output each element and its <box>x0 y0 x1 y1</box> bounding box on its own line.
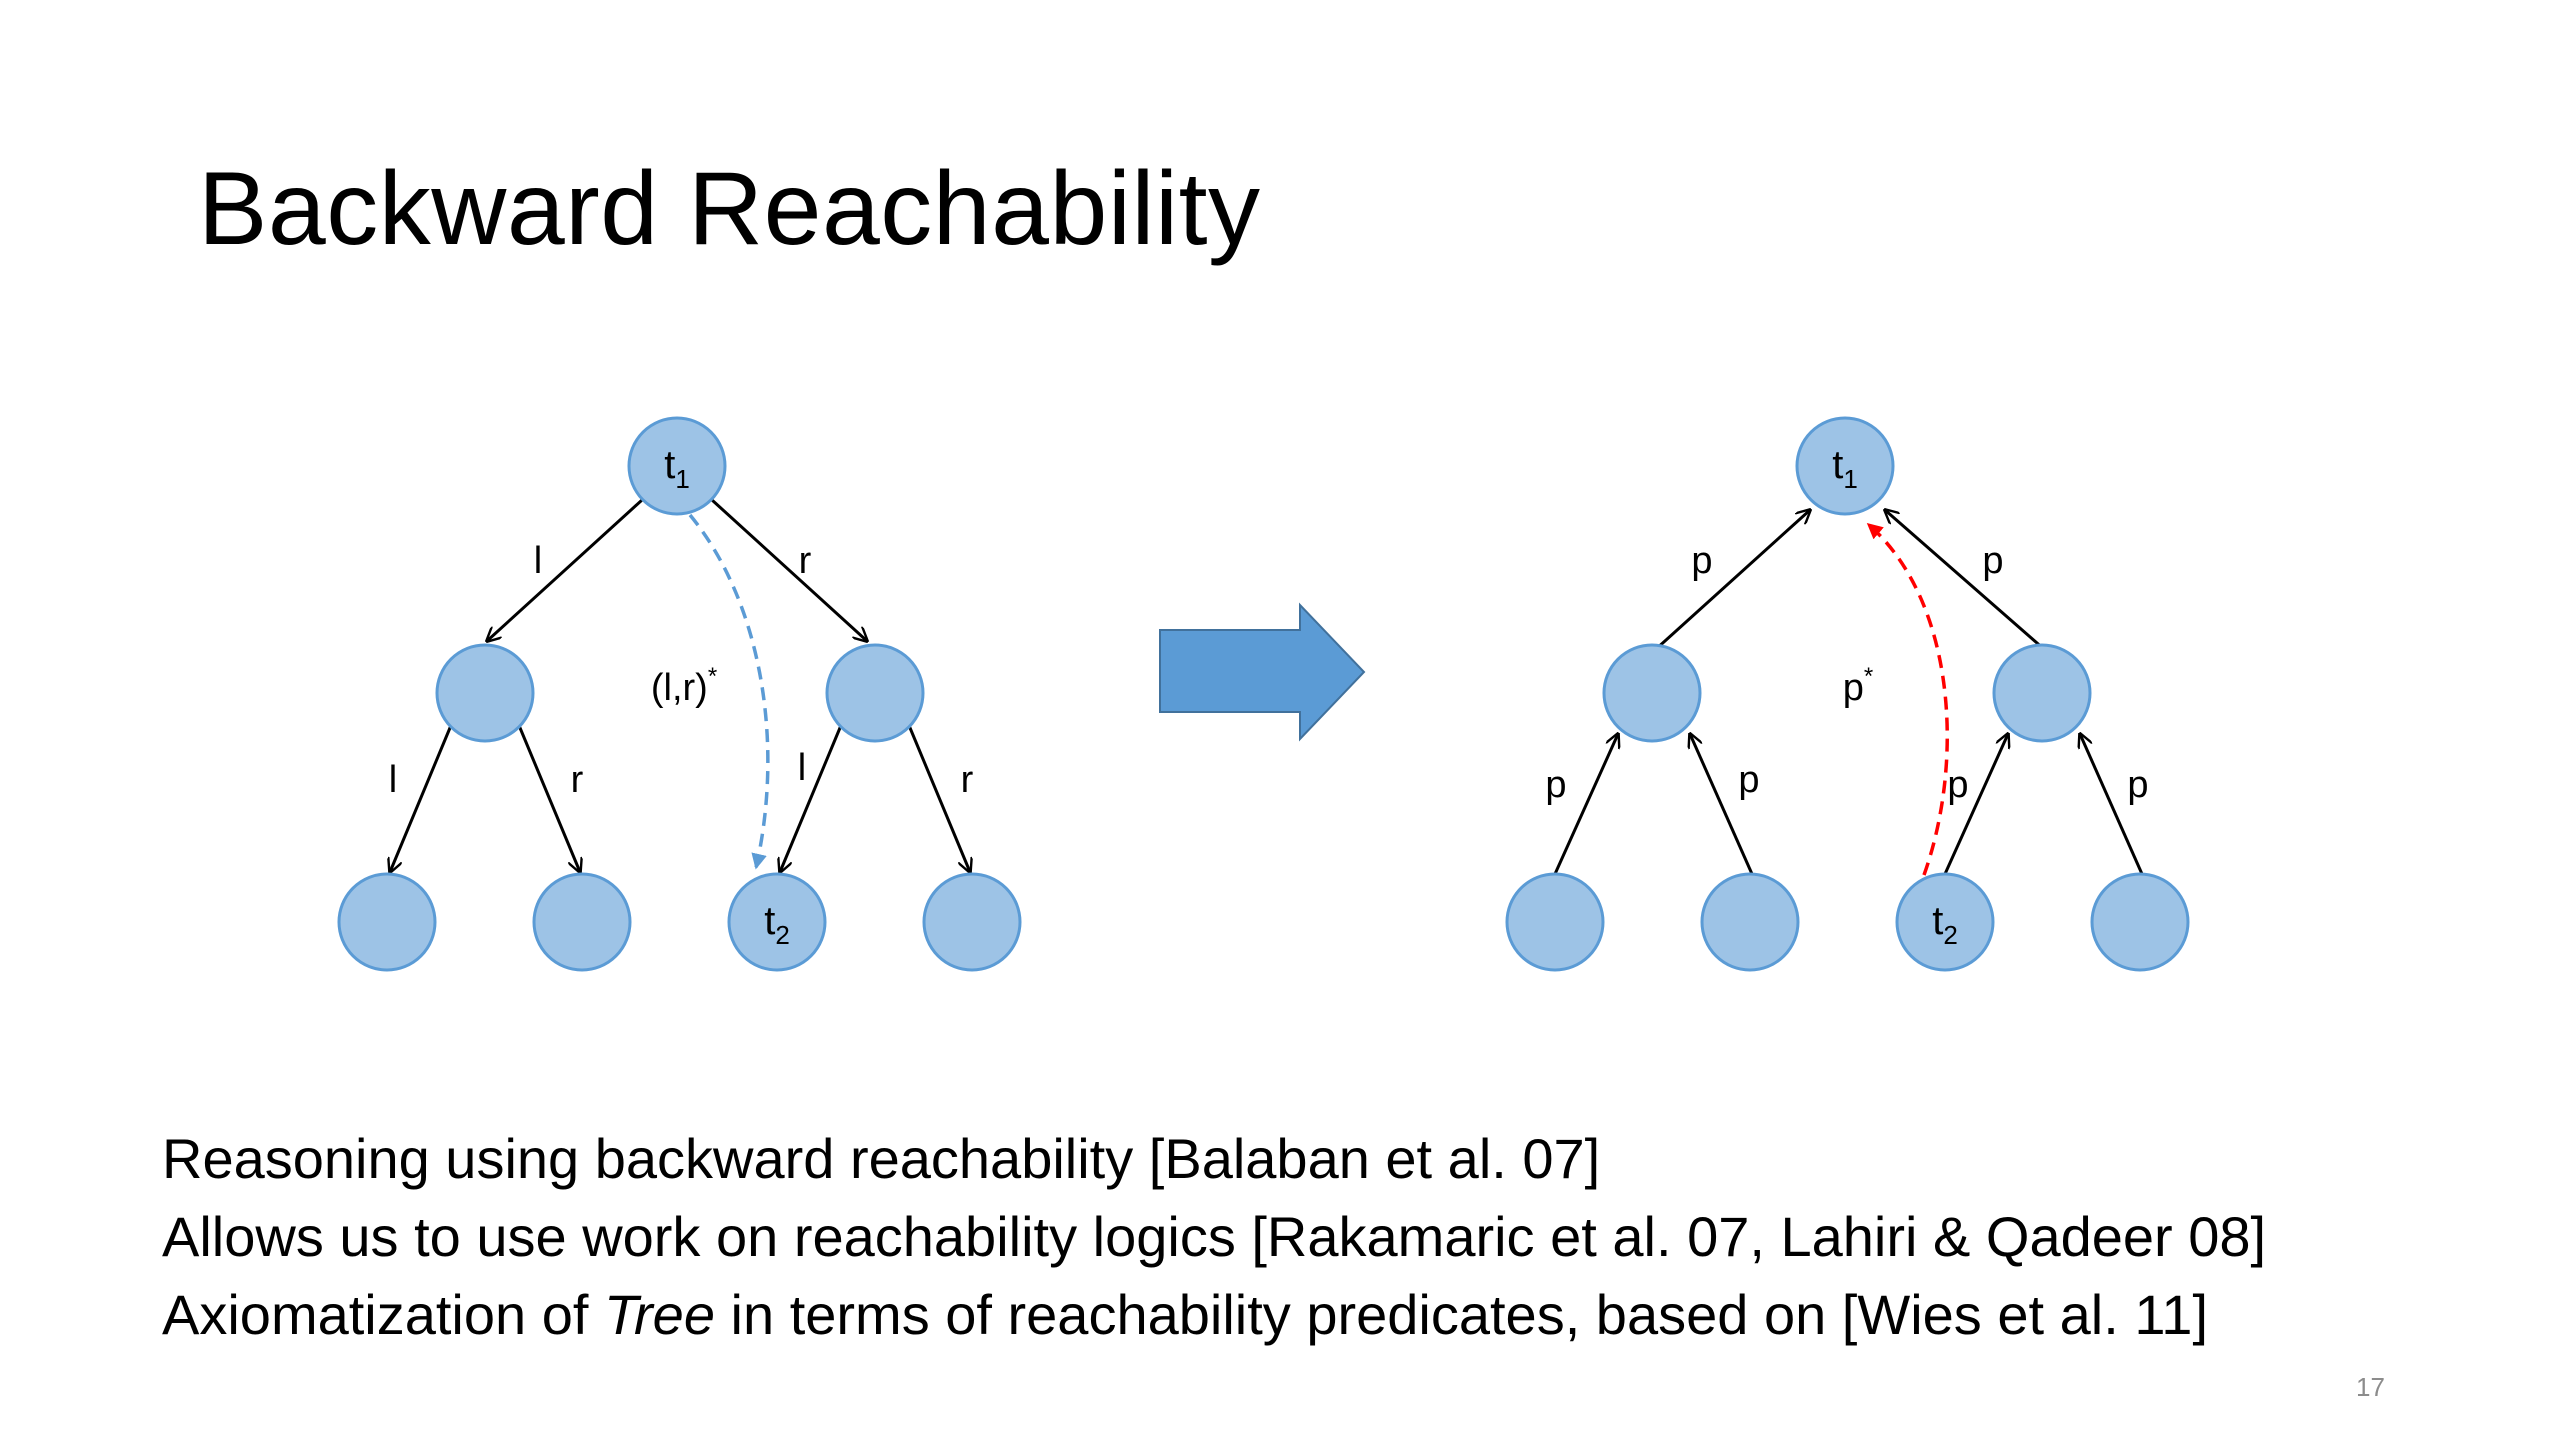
right-node-leaf-1 <box>1505 872 1605 972</box>
left-edge-root-left <box>487 498 644 641</box>
left-edge-l-l <box>390 722 454 872</box>
right-target-label: t2 <box>1932 899 1958 950</box>
right-node-mid-right <box>1992 643 2092 743</box>
left-edge-r-l <box>780 722 844 872</box>
left-node-root <box>627 416 727 516</box>
left-target-label: t2 <box>764 899 790 950</box>
slide-title: Backward Reachability <box>198 151 1261 267</box>
bullet-line-1: Reasoning using backward reachability [B… <box>162 1127 1601 1190</box>
left-edge-label-root-l: l <box>534 540 542 582</box>
bullet-line-2: Allows us to use work on reachability lo… <box>162 1205 2267 1268</box>
right-edge-mid-left-root <box>1653 510 1810 652</box>
left-edge-root-right <box>710 498 867 641</box>
left-reachability-path <box>688 513 770 870</box>
right-edge-label-target: p <box>1947 764 1968 806</box>
bullet-line-3: Axiomatization of Tree in terms of reach… <box>162 1276 2266 1354</box>
right-edge-target-mid-right <box>1943 734 2008 875</box>
left-node-mid-right <box>825 643 925 743</box>
right-node-mid-left <box>1602 643 1702 743</box>
left-edge-label-l-r: r <box>571 759 584 801</box>
left-node-leaf-4 <box>922 872 1022 972</box>
right-edge-label-leaf2: p <box>1738 759 1759 801</box>
right-edge-leaf1-mid-left <box>1553 734 1618 875</box>
transform-arrow <box>1159 602 1366 742</box>
left-edge-label-r-l: l <box>798 747 806 789</box>
right-node-root <box>1795 416 1895 516</box>
right-edge-mid-right-root <box>1885 510 2046 652</box>
right-path-label: p* <box>1843 663 1873 709</box>
right-edge-leaf2-mid-left <box>1690 734 1754 875</box>
left-node-leaf-1 <box>337 872 437 972</box>
right-tree: t1 t2 p p p p p p p* <box>1505 416 2190 972</box>
bullet-line-3-post: in terms of reachability predicates, bas… <box>714 1283 2209 1346</box>
right-node-leaf-2 <box>1700 872 1800 972</box>
left-edge-label-root-r: r <box>799 540 812 582</box>
left-root-label: t1 <box>664 443 690 494</box>
left-path-label: (l,r)* <box>651 663 717 709</box>
left-node-leaf-2 <box>532 872 632 972</box>
right-reachability-path <box>1866 522 1949 876</box>
bullet-line-3-emphasis: Tree <box>603 1283 715 1346</box>
slide-number: 17 <box>2356 1372 2385 1402</box>
right-edge-label-leaf4: p <box>2127 764 2148 806</box>
left-node-mid-left <box>435 643 535 743</box>
right-edge-leaf4-mid-right <box>2080 734 2144 875</box>
left-tree: t1 t2 l r l r l r (l,r)* <box>337 416 1022 972</box>
right-edge-label-root-left: p <box>1691 540 1712 582</box>
left-edge-label-r-r: r <box>961 759 974 801</box>
bullet-list: Reasoning using backward reachability [B… <box>162 1120 2266 1354</box>
right-edge-label-leaf1: p <box>1545 764 1566 806</box>
left-edge-r-r <box>906 722 970 872</box>
right-root-label: t1 <box>1832 443 1858 494</box>
bullet-line-3-pre: Axiomatization of <box>162 1283 604 1346</box>
right-edge-label-root-right: p <box>1982 540 2003 582</box>
left-edge-label-l-l: l <box>389 759 397 801</box>
left-edge-l-r <box>516 722 580 872</box>
right-node-leaf-4 <box>2090 872 2190 972</box>
left-node-target <box>727 872 827 972</box>
right-node-target <box>1895 872 1995 972</box>
